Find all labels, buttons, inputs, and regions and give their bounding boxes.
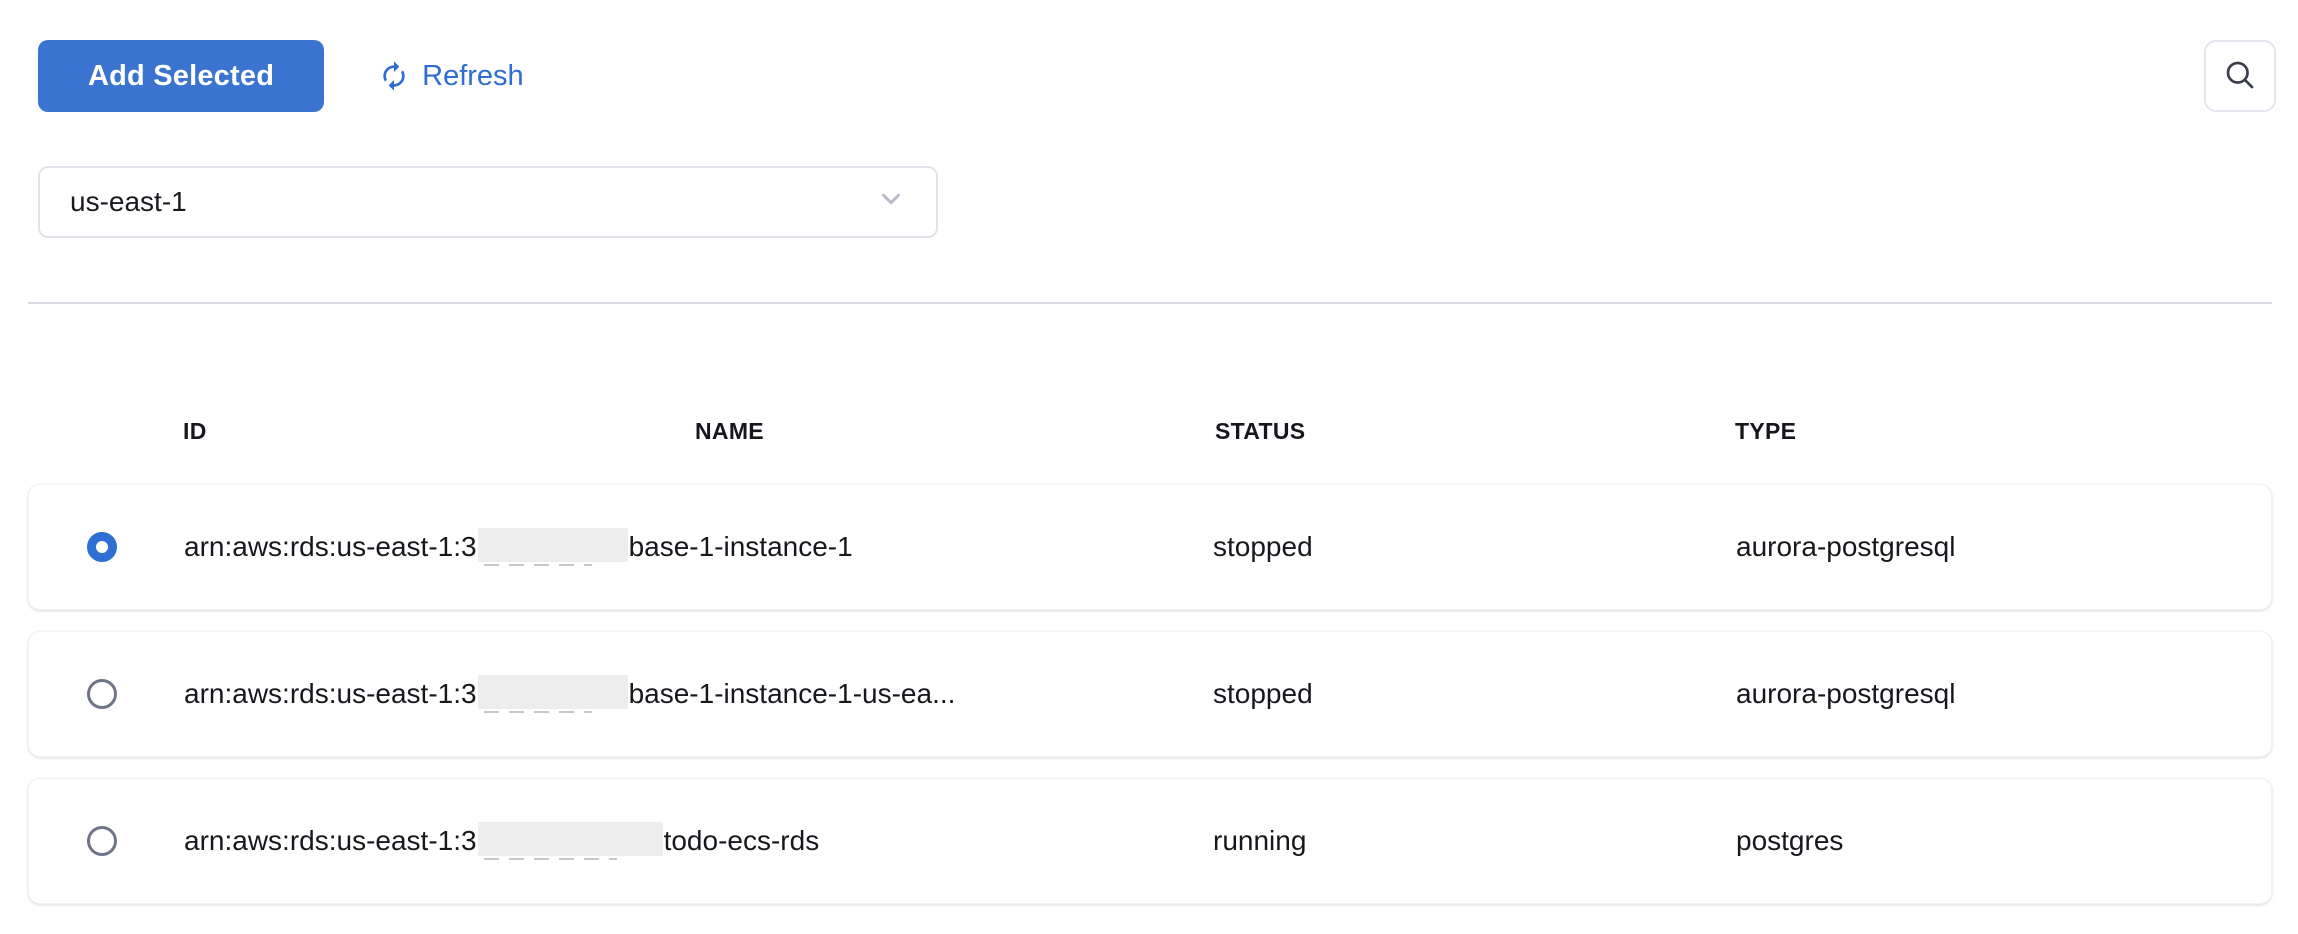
refresh-icon [378, 60, 410, 92]
column-header-name: NAME [695, 418, 764, 444]
table-row[interactable]: arn:aws:rds:us-east-1:3 todo-ecs-rds run… [28, 778, 2272, 904]
toolbar: Add Selected Refresh [38, 40, 524, 112]
table-header-row: ID NAME STATUS TYPE [28, 418, 2272, 445]
redacted-account-block [477, 528, 628, 566]
instance-name-text: base-1-instance-1 [628, 531, 853, 562]
instances-table: arn:aws:rds:us-east-1:3 base-1-instance-… [28, 484, 2272, 925]
radio-button[interactable] [87, 826, 117, 856]
instance-id-prefix: arn:aws:rds:us-east-1:3 [184, 825, 477, 856]
column-header-id: ID [183, 418, 207, 444]
instance-id-cell: arn:aws:rds:us-east-1:3 todo-ecs-rds [184, 822, 1213, 860]
column-header-status: STATUS [1215, 418, 1306, 444]
region-dropdown[interactable]: us-east-1 [38, 166, 938, 238]
add-selected-button[interactable]: Add Selected [38, 40, 325, 112]
table-row[interactable]: arn:aws:rds:us-east-1:3 base-1-instance-… [28, 631, 2272, 757]
instance-id-prefix: arn:aws:rds:us-east-1:3 [184, 531, 477, 562]
instance-id-cell: arn:aws:rds:us-east-1:3 base-1-instance-… [184, 675, 1213, 713]
instance-name-text: base-1-instance-1-us-ea... [628, 678, 956, 709]
instance-status: running [1213, 825, 1307, 856]
instance-status: stopped [1213, 678, 1313, 709]
instance-name-text: todo-ecs-rds [663, 825, 820, 856]
radio-cell [29, 826, 184, 856]
radio-button[interactable] [87, 532, 117, 562]
radio-cell [29, 532, 184, 562]
instance-status: stopped [1213, 531, 1313, 562]
divider [28, 302, 2272, 304]
instance-id-cell: arn:aws:rds:us-east-1:3 base-1-instance-… [184, 528, 1213, 566]
instance-type: aurora-postgresql [1736, 678, 1956, 709]
radio-button[interactable] [87, 679, 117, 709]
region-dropdown-value: us-east-1 [70, 186, 187, 217]
redacted-account-block [477, 675, 628, 713]
search-button[interactable] [2204, 40, 2276, 112]
refresh-label: Refresh [422, 59, 524, 92]
chevron-down-icon [876, 184, 906, 221]
radio-cell [29, 679, 184, 709]
column-header-type: TYPE [1735, 418, 1797, 444]
instance-type: postgres [1736, 825, 1844, 856]
refresh-button[interactable]: Refresh [378, 60, 524, 93]
search-icon [2222, 57, 2258, 96]
table-row[interactable]: arn:aws:rds:us-east-1:3 base-1-instance-… [28, 484, 2272, 610]
redacted-account-block [477, 822, 663, 860]
instance-id-prefix: arn:aws:rds:us-east-1:3 [184, 678, 477, 709]
instance-type: aurora-postgresql [1736, 531, 1956, 562]
